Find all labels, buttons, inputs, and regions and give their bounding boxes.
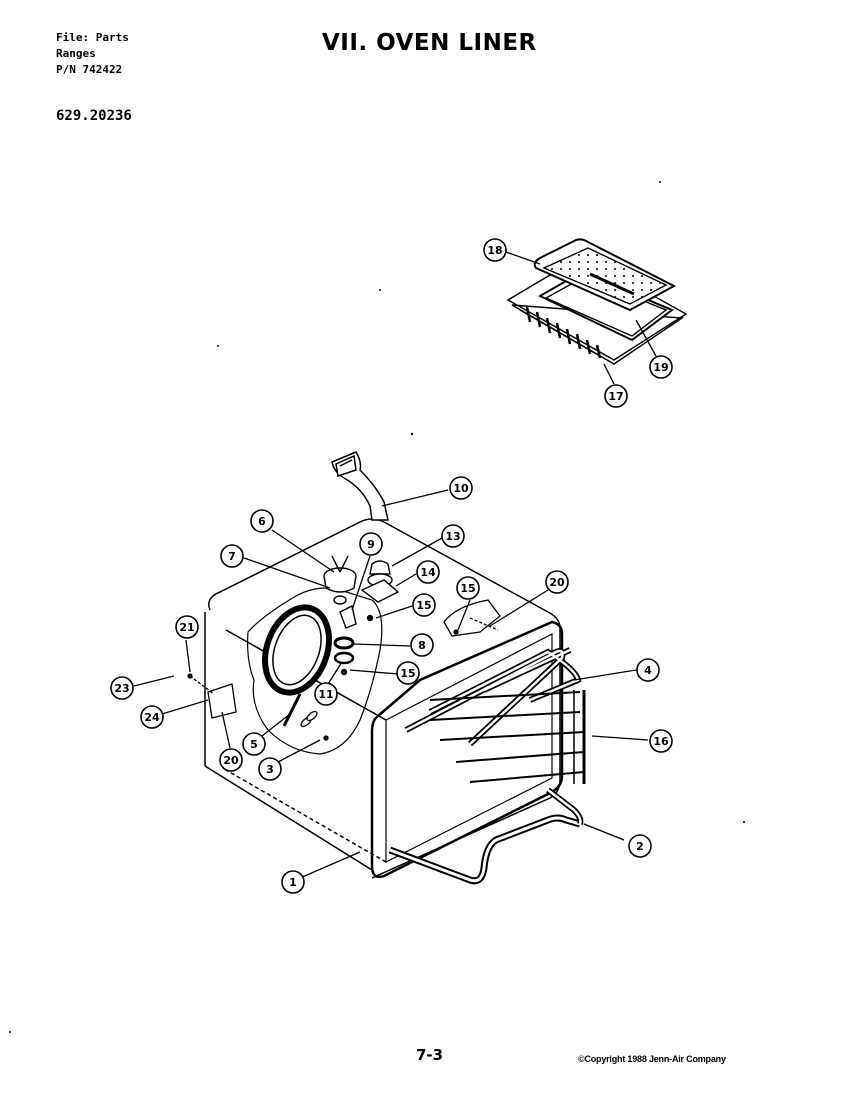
callout-9: 9 bbox=[359, 532, 383, 556]
small-hardware bbox=[187, 599, 501, 741]
svg-text:5: 5 bbox=[250, 738, 258, 751]
callout-6: 6 bbox=[250, 509, 274, 533]
svg-text:20: 20 bbox=[223, 754, 239, 767]
callout-11: 11 bbox=[314, 682, 338, 706]
callout-15-low: 15 bbox=[396, 661, 420, 685]
broiler-pan-insert bbox=[533, 238, 677, 312]
rack-supports bbox=[429, 690, 586, 784]
svg-text:14: 14 bbox=[420, 566, 436, 579]
callout-22: 21 bbox=[175, 615, 199, 639]
header-part-number-line: P/N 742422 bbox=[56, 63, 123, 76]
callout-20: 20 bbox=[219, 748, 243, 772]
svg-text:15: 15 bbox=[400, 667, 415, 680]
page-number: 7-3 bbox=[416, 1046, 444, 1064]
svg-text:20: 20 bbox=[549, 576, 565, 589]
svg-text:15: 15 bbox=[416, 599, 431, 612]
svg-text:11: 11 bbox=[318, 688, 333, 701]
callout-4: 4 bbox=[636, 658, 660, 682]
callout-8: 8 bbox=[410, 633, 434, 657]
callout-1: 1 bbox=[281, 870, 305, 894]
svg-text:9: 9 bbox=[367, 538, 375, 551]
svg-text:8: 8 bbox=[418, 639, 426, 652]
model-number: 629.20236 bbox=[56, 108, 132, 124]
callout-15-mid: 15 bbox=[412, 593, 436, 617]
callouts: 18 19 17 10 6 9 13 7 14 15 20 15 21 8 15… bbox=[110, 238, 673, 894]
svg-text:15: 15 bbox=[460, 582, 475, 595]
callout-23: 23 bbox=[110, 676, 134, 700]
header-file-line: File: Parts bbox=[56, 31, 129, 44]
callout-3: 3 bbox=[258, 757, 282, 781]
svg-text:10: 10 bbox=[453, 482, 469, 495]
callout-2: 2 bbox=[628, 834, 652, 858]
callout-13: 13 bbox=[441, 524, 465, 548]
svg-text:24: 24 bbox=[144, 711, 160, 724]
callout-19: 19 bbox=[649, 355, 673, 379]
page-title: VII. OVEN LINER bbox=[322, 30, 537, 56]
svg-text:17: 17 bbox=[608, 390, 623, 403]
callout-24: 24 bbox=[140, 705, 164, 729]
broiler-rack-assembly bbox=[506, 238, 688, 365]
callout-5: 5 bbox=[242, 732, 266, 756]
svg-text:23: 23 bbox=[114, 682, 129, 695]
rear-panel-cutout bbox=[247, 587, 383, 755]
vent-duct bbox=[331, 451, 389, 521]
callout-7: 7 bbox=[220, 544, 244, 568]
svg-text:2: 2 bbox=[636, 840, 644, 853]
bake-element bbox=[388, 787, 584, 885]
light-socket-assembly bbox=[323, 555, 400, 676]
svg-text:6: 6 bbox=[258, 515, 266, 528]
svg-text:16: 16 bbox=[653, 735, 669, 748]
callout-15-top: 15 bbox=[456, 576, 480, 600]
svg-text:3: 3 bbox=[266, 763, 274, 776]
svg-text:7: 7 bbox=[228, 550, 236, 563]
callout-14: 14 bbox=[416, 560, 440, 584]
svg-text:18: 18 bbox=[487, 244, 502, 257]
header-category-line: Ranges bbox=[56, 47, 96, 60]
svg-text:19: 19 bbox=[653, 361, 668, 374]
callout-21: 20 bbox=[545, 570, 569, 594]
scan-specks bbox=[9, 181, 745, 1033]
callout-16-right: 16 bbox=[649, 729, 673, 753]
svg-text:13: 13 bbox=[445, 530, 460, 543]
callout-18: 18 bbox=[483, 238, 507, 262]
svg-text:4: 4 bbox=[644, 664, 652, 677]
copyright-notice: ©Copyright 1988 Jenn-Air Company bbox=[578, 1054, 726, 1064]
svg-text:1: 1 bbox=[289, 876, 297, 889]
leader-lines bbox=[133, 251, 657, 879]
callout-10: 10 bbox=[449, 476, 473, 500]
svg-text:21: 21 bbox=[179, 621, 194, 634]
callout-17: 17 bbox=[604, 384, 628, 408]
